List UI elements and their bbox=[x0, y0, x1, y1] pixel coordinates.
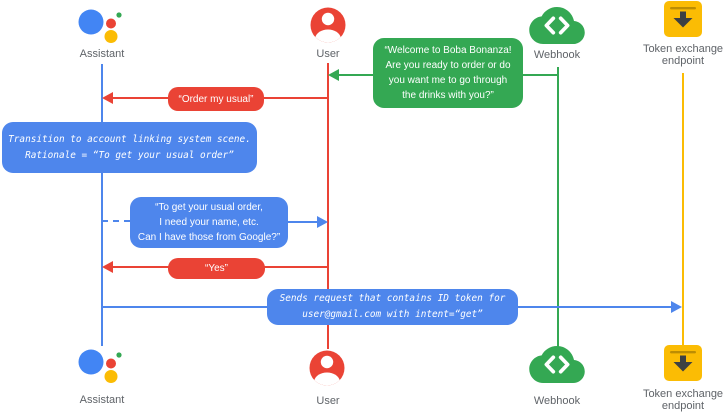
get-usual-arrow-line bbox=[288, 221, 317, 223]
transition-note-line: Transition to account linking system sce… bbox=[8, 133, 251, 145]
assistant-label-bottom: Assistant bbox=[79, 394, 125, 406]
sends-request-line: user@gmail.com with intent=“get” bbox=[302, 309, 483, 320]
assistant-label-top: Assistant bbox=[79, 48, 125, 60]
webhook-cloud-icon bbox=[529, 346, 585, 383]
webhook-lifeline bbox=[557, 67, 559, 347]
get-usual-line: Can I have those from Google?” bbox=[137, 232, 281, 243]
get-usual-line: I need your name, etc. bbox=[159, 217, 259, 228]
token-lifeline bbox=[682, 73, 684, 345]
user-label-bottom: User bbox=[316, 395, 340, 407]
webhook-label-top: Webhook bbox=[533, 49, 581, 61]
welcome-message-bubble: “Welcome to Boba Bonanza! Are you ready … bbox=[373, 38, 523, 108]
order-usual-line: “Order my usual” bbox=[178, 93, 254, 105]
webhook-label-bottom: Webhook bbox=[533, 395, 581, 407]
token-exchange-endpoint-icon bbox=[664, 1, 702, 37]
token-label-top: Token exchange endpoint bbox=[642, 43, 724, 67]
get-usual-arrowhead-icon bbox=[317, 216, 328, 228]
sends-request-arrowhead-icon bbox=[671, 301, 682, 313]
sends-request-bubble: Sends request that contains ID token for… bbox=[267, 289, 518, 325]
welcome-message-line: the drinks with you?” bbox=[402, 90, 494, 101]
user-lifeline bbox=[327, 63, 329, 349]
user-icon bbox=[310, 7, 346, 43]
order-usual-bubble: “Order my usual” bbox=[168, 87, 264, 111]
yes-arrowhead-icon bbox=[102, 261, 113, 273]
transition-note-bubble: Transition to account linking system sce… bbox=[2, 122, 257, 173]
google-assistant-icon bbox=[78, 349, 122, 383]
get-usual-bubble: “To get your usual order, I need your na… bbox=[130, 197, 288, 248]
webhook-cloud-icon bbox=[529, 7, 585, 44]
yes-line: “Yes” bbox=[205, 263, 228, 274]
assistant-lifeline bbox=[101, 64, 103, 346]
user-icon bbox=[309, 350, 345, 386]
get-usual-line: “To get your usual order, bbox=[155, 202, 263, 213]
order-usual-arrowhead-icon bbox=[102, 92, 113, 104]
token-label-bottom: Token exchange endpoint bbox=[642, 388, 724, 412]
token-exchange-endpoint-icon bbox=[664, 345, 702, 381]
google-assistant-icon bbox=[78, 9, 122, 43]
welcome-message-line: Are you ready to order or do bbox=[385, 60, 511, 71]
welcome-message-line: you want me to go through bbox=[388, 75, 508, 86]
get-usual-arrow-dashed-segment bbox=[102, 220, 130, 222]
transition-note-line: Rationale = “To get your usual order” bbox=[25, 149, 234, 161]
user-label-top: User bbox=[316, 48, 340, 60]
yes-bubble: “Yes” bbox=[168, 258, 265, 279]
welcome-message-line: “Welcome to Boba Bonanza! bbox=[384, 45, 512, 56]
sends-request-line: Sends request that contains ID token for bbox=[279, 293, 506, 304]
welcome-arrowhead-icon bbox=[328, 69, 339, 81]
